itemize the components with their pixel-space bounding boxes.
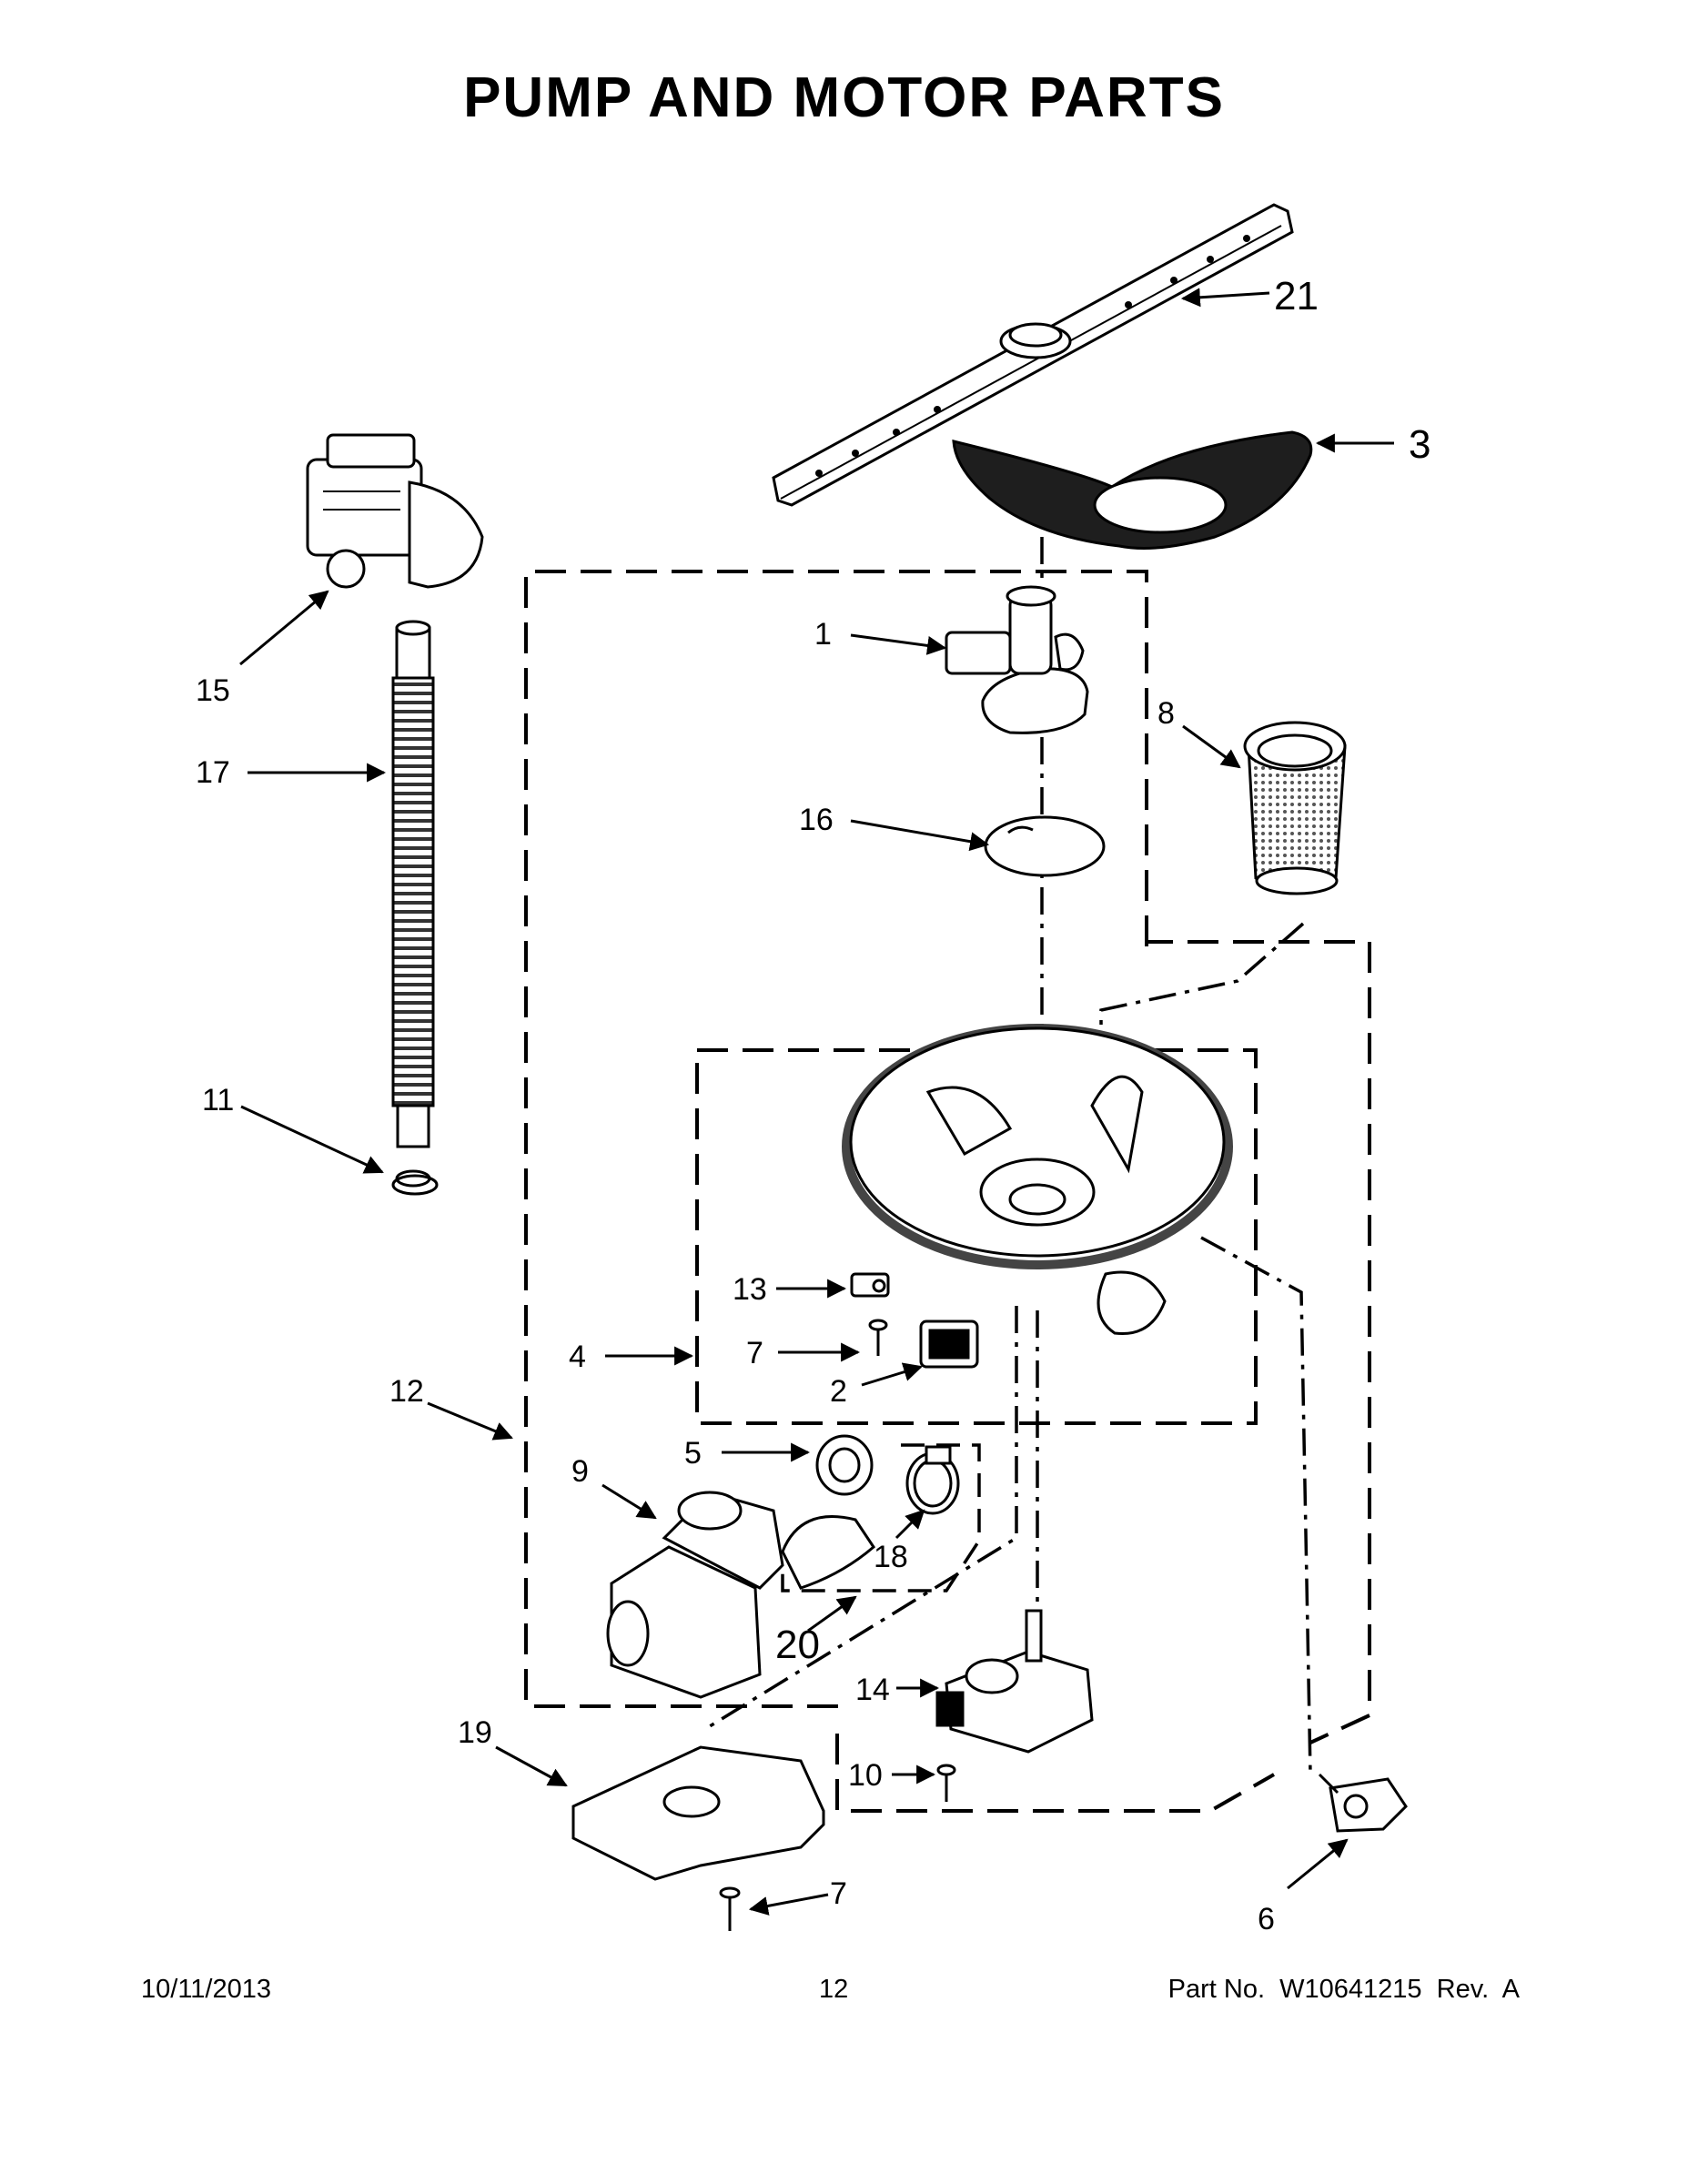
drain-pump-part: [306, 433, 484, 589]
callout-3: 3: [1409, 422, 1430, 467]
callout-21: 21: [1274, 274, 1319, 318]
callout-8: 8: [1157, 696, 1175, 731]
callout-11: 11: [202, 1083, 234, 1117]
callout-16: 16: [799, 803, 834, 837]
clamp-part-11: [391, 1174, 439, 1196]
callout-20: 20: [775, 1623, 820, 1667]
sensor-part-6: [1318, 1773, 1408, 1833]
hose-clamp-part: [905, 1445, 960, 1515]
callout-9: 9: [571, 1454, 589, 1489]
callout-17: 17: [196, 755, 230, 790]
callout-5: 5: [684, 1436, 702, 1471]
callout-15: 15: [196, 673, 230, 708]
callout-12: 12: [389, 1374, 424, 1409]
callout-4: 4: [569, 1340, 586, 1374]
drain-hose-part: [391, 620, 435, 1188]
assembly-outline-group-20: [781, 1443, 981, 1592]
callout-6: 6: [1258, 1902, 1275, 1936]
filter-part: [1243, 721, 1347, 895]
callout-10: 10: [848, 1758, 883, 1793]
callout-1: 1: [814, 617, 832, 652]
assembly-outline-group-12: [524, 570, 1148, 1708]
footer-date: 10/11/2013: [141, 1975, 271, 2004]
gasket-part: [984, 815, 1106, 877]
sump-assembly-part: [842, 1024, 1233, 1336]
spray-shield-part: [952, 430, 1313, 550]
wash-pump-motor-part: [606, 1491, 875, 1699]
callout-13: 13: [733, 1272, 767, 1307]
small-hardware-parts: [850, 1272, 979, 1369]
callout-19: 19: [458, 1715, 492, 1750]
spray-arm-part: [772, 203, 1294, 507]
callout-18: 18: [874, 1540, 908, 1574]
callout-14: 14: [855, 1673, 890, 1707]
callout-7-upper: 7: [746, 1336, 763, 1370]
screw-part-10: [936, 1764, 956, 1802]
footer-page-number: 12: [819, 1975, 849, 2004]
callout-7-lower: 7: [830, 1876, 847, 1911]
callout-2: 2: [830, 1374, 847, 1409]
seal-ring-part: [815, 1434, 874, 1496]
screw-part-7b: [719, 1886, 741, 1931]
pump-housing-part: [945, 585, 1089, 734]
cover-part-19: [571, 1745, 825, 1881]
diverter-motor-part: [935, 1609, 1094, 1754]
callout-labels: 21 3 15 17 11 1 16 8 13 7 4 2 12 5 9 18 …: [196, 274, 1430, 1936]
page-title: PUMP AND MOTOR PARTS: [463, 66, 1225, 129]
footer-part-number: Part No. W10641215 Rev. A: [1167, 1975, 1520, 2004]
leader-arrows: [239, 288, 1394, 1916]
assembly-outline-group-sump-8: [835, 940, 1371, 1813]
